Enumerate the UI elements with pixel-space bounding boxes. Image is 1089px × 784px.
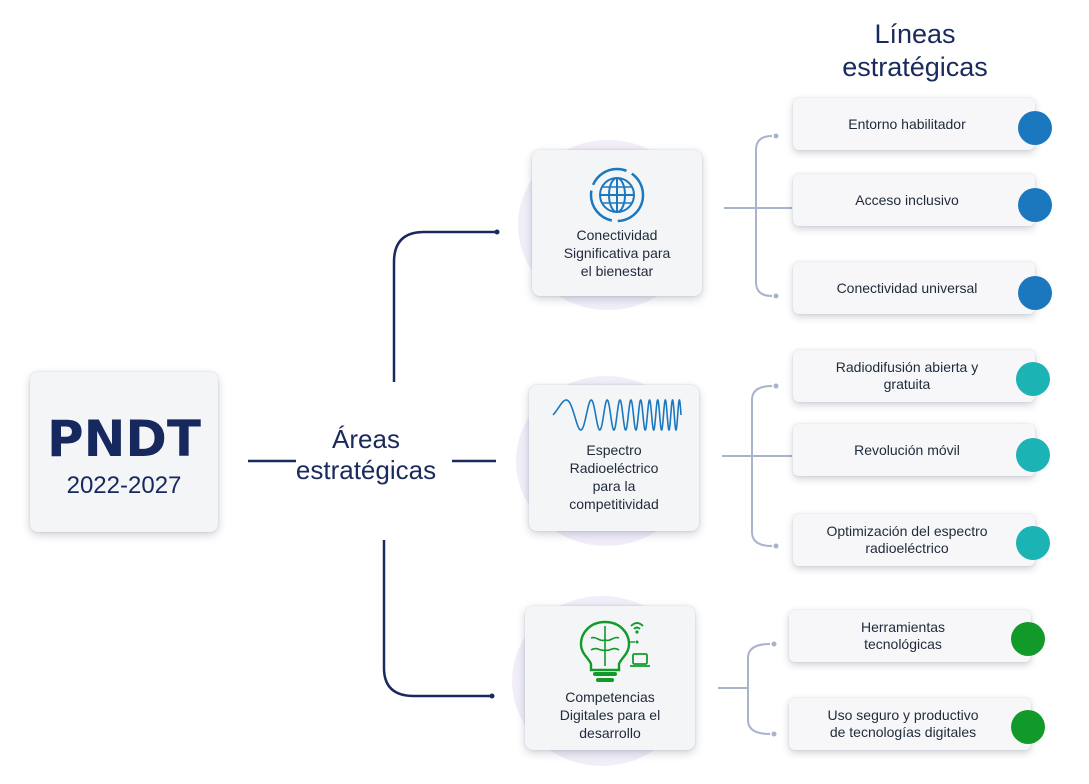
area-spectrum-line-2: Radioeléctrico [569,460,659,476]
line-card-optimizacion: Optimización del espectro radioeléctrico [793,514,1035,566]
area-connectivity-line-1: Conectividad [576,227,658,243]
line-card-revolucion-movil: Revolución móvil [793,424,1035,476]
area-connectivity-line-2: Significativa para [563,245,671,261]
globe-icon [589,167,645,223]
area-connectivity-line-3: el bienestar [580,263,654,279]
blue-dot-3 [1018,276,1052,310]
pndt-card: PNDT 2022-2027 [30,372,218,532]
area-connectivity-label: Conectividad Significativa para el biene… [532,226,702,280]
blue-dot-2 [1018,188,1052,222]
green-dot-2 [1011,710,1045,744]
line-card-uso-seguro: Uso seguro y productivo de tecnologías d… [789,698,1031,750]
branch-to-competencies [382,540,492,698]
line-text-radiodifusion: Radiodifusión abierta y gratuita [803,350,1011,402]
line-text-uso-seguro: Uso seguro y productivo de tecnologías d… [799,698,1007,750]
bracket-spectrum [722,385,792,547]
area-card-competencies: Competencias Digitales para el desarroll… [525,606,695,750]
area-competencies-label: Competencias Digitales para el desarroll… [525,688,695,742]
wave-icon [552,398,682,432]
areas-label-line-1: Áreas [332,424,400,454]
line-card-conectividad-universal: Conectividad universal [793,262,1035,314]
teal-dot-1 [1016,362,1050,396]
line-entorno-habilitador-1: Entorno habilitador [848,115,966,132]
area-competencies-line-3: desarrollo [579,725,641,741]
area-competencies-line-1: Competencias [565,689,655,705]
bracket-competencies [718,643,771,735]
line-radiodifusion-2: gratuita [883,376,931,392]
area-spectrum-line-1: Espectro [586,442,642,458]
line-uso-seguro-1: Uso seguro y productivo [827,707,979,723]
line-text-conectividad-universal: Conectividad universal [803,262,1011,314]
area-card-spectrum: Espectro Radioeléctrico para la competit… [529,385,699,531]
branch-to-connectivity [392,230,497,382]
bracket-connectivity [724,135,792,297]
strategic-lines-header: Líneas estratégicas [830,18,1000,84]
area-spectrum-line-4: competitividad [569,496,659,512]
line-optimizacion-2: radioeléctrico [865,540,949,556]
area-card-connectivity: Conectividad Significativa para el biene… [532,150,702,296]
green-dot-1 [1011,622,1045,656]
line-conectividad-universal-1: Conectividad universal [836,279,978,296]
line-card-radiodifusion: Radiodifusión abierta y gratuita [793,350,1035,402]
areas-label: Áreas estratégicas [280,424,452,486]
teal-dot-2 [1016,438,1050,472]
line-card-acceso-inclusivo: Acceso inclusivo [793,174,1035,226]
line-text-acceso-inclusivo: Acceso inclusivo [803,174,1011,226]
line-optimizacion-1: Optimización del espectro [826,523,988,539]
pndt-years: 2022-2027 [66,472,182,499]
header-line-2: estratégicas [842,52,988,82]
line-radiodifusion-1: Radiodifusión abierta y [835,359,979,375]
line-uso-seguro-2: de tecnologías digitales [829,724,977,740]
area-spectrum-line-3: para la [592,478,636,494]
line-text-herramientas: Herramientas tecnológicas [799,610,1007,662]
line-text-optimizacion: Optimización del espectro radioeléctrico [803,514,1011,566]
line-card-entorno-habilitador: Entorno habilitador [793,98,1035,150]
line-herramientas-1: Herramientas [860,619,946,635]
line-acceso-inclusivo-1: Acceso inclusivo [855,191,959,208]
line-card-herramientas: Herramientas tecnológicas [789,610,1031,662]
line-text-revolucion-movil: Revolución móvil [803,424,1011,476]
line-herramientas-2: tecnológicas [864,636,942,652]
pndt-title: PNDT [46,410,202,468]
areas-label-line-2: estratégicas [295,455,437,485]
area-spectrum-label: Espectro Radioeléctrico para la competit… [529,441,699,513]
brain-bulb-icon [579,620,650,682]
line-text-entorno-habilitador: Entorno habilitador [803,98,1011,150]
header-line-1: Líneas [874,19,956,49]
area-competencies-line-2: Digitales para el [559,707,661,723]
blue-dot-1 [1018,111,1052,145]
line-revolucion-movil-1: Revolución móvil [854,441,960,458]
teal-dot-3 [1016,526,1050,560]
